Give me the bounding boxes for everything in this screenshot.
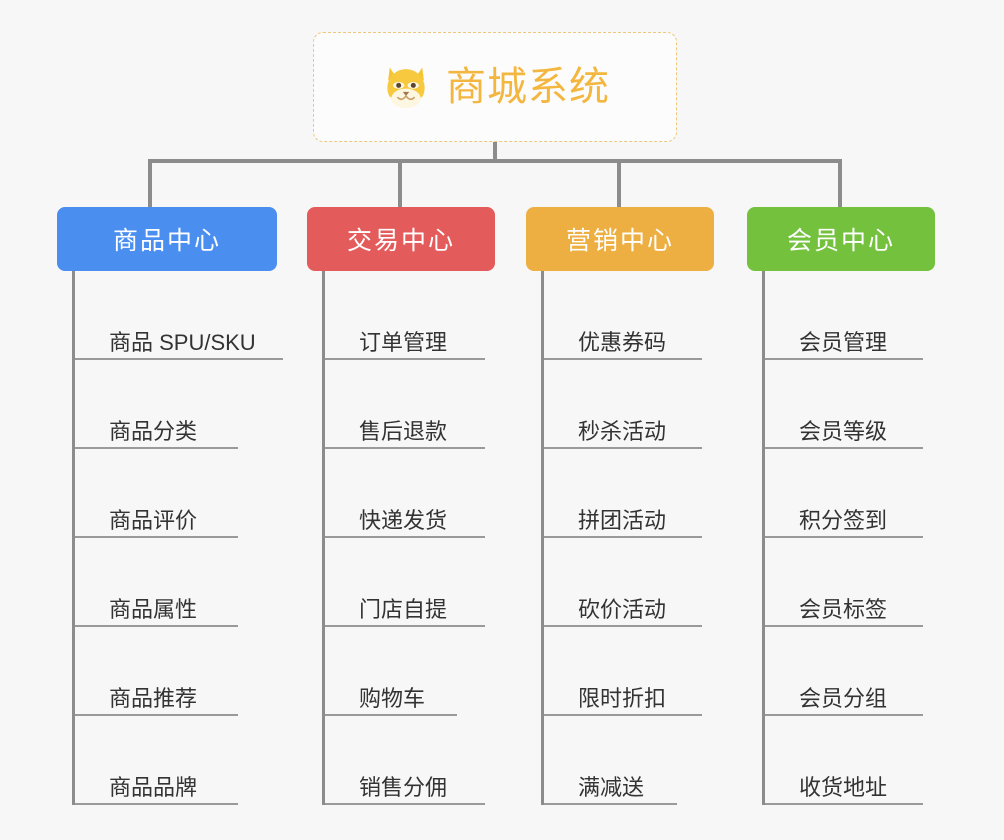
- connector-drop-2: [398, 159, 402, 207]
- list-item-label: 商品推荐: [109, 685, 198, 711]
- list-item[interactable]: 商品 SPU/SKU: [75, 271, 283, 360]
- branch-header-member[interactable]: 会员中心: [747, 207, 935, 271]
- list-item[interactable]: 门店自提: [325, 538, 485, 627]
- list-item-label: 会员分组: [799, 685, 888, 711]
- branch-column-marketing: 营销中心 优惠券码 秒杀活动 拼团活动 砍价活动 限时折扣 满减送: [526, 207, 714, 805]
- branch-leaf-list-product: 商品 SPU/SKU 商品分类 商品评价 商品属性 商品推荐 商品品牌: [72, 271, 283, 805]
- list-item-label: 商品品牌: [109, 774, 198, 800]
- list-item-label: 购物车: [359, 685, 426, 711]
- list-item[interactable]: 订单管理: [325, 271, 485, 360]
- list-item[interactable]: 商品评价: [75, 449, 238, 538]
- branch-column-trade: 交易中心 订单管理 售后退款 快递发货 门店自提 购物车 销售分佣: [307, 207, 495, 805]
- list-item-label: 订单管理: [359, 329, 448, 355]
- connector-bar: [148, 159, 842, 163]
- list-item[interactable]: 会员分组: [765, 627, 923, 716]
- list-item[interactable]: 会员管理: [765, 271, 923, 360]
- list-item-label: 商品 SPU/SKU: [109, 329, 256, 355]
- list-item[interactable]: 售后退款: [325, 360, 485, 449]
- list-item-label: 快递发货: [359, 507, 448, 533]
- branch-header-marketing[interactable]: 营销中心: [526, 207, 714, 271]
- list-item[interactable]: 收货地址: [765, 716, 923, 805]
- list-item-label: 会员等级: [799, 418, 888, 444]
- list-item[interactable]: 会员标签: [765, 538, 923, 627]
- list-item[interactable]: 积分签到: [765, 449, 923, 538]
- list-item[interactable]: 会员等级: [765, 360, 923, 449]
- connector-stem: [493, 142, 497, 162]
- connector-drop-1: [148, 159, 152, 207]
- list-item-label: 会员管理: [799, 329, 888, 355]
- list-item[interactable]: 限时折扣: [544, 627, 702, 716]
- list-item[interactable]: 满减送: [544, 716, 677, 805]
- list-item[interactable]: 商品分类: [75, 360, 238, 449]
- branch-column-product: 商品中心 商品 SPU/SKU 商品分类 商品评价 商品属性 商品推荐 商品品牌: [57, 207, 283, 805]
- list-item-label: 会员标签: [799, 596, 888, 622]
- root-title: 商城系统: [446, 65, 610, 109]
- list-item[interactable]: 销售分佣: [325, 716, 485, 805]
- list-item-label: 砍价活动: [578, 596, 667, 622]
- branch-leaf-list-marketing: 优惠券码 秒杀活动 拼团活动 砍价活动 限时折扣 满减送: [541, 271, 714, 805]
- list-item[interactable]: 秒杀活动: [544, 360, 702, 449]
- branch-column-member: 会员中心 会员管理 会员等级 积分签到 会员标签 会员分组 收货地址: [747, 207, 935, 805]
- list-item-label: 销售分佣: [359, 774, 448, 800]
- branch-leaf-list-member: 会员管理 会员等级 积分签到 会员标签 会员分组 收货地址: [762, 271, 935, 805]
- list-item[interactable]: 优惠券码: [544, 271, 702, 360]
- list-item-label: 售后退款: [359, 418, 448, 444]
- list-item[interactable]: 砍价活动: [544, 538, 702, 627]
- root-node[interactable]: 商城系统: [313, 32, 677, 142]
- branch-header-trade[interactable]: 交易中心: [307, 207, 495, 271]
- list-item-label: 商品分类: [109, 418, 198, 444]
- list-item-label: 限时折扣: [578, 685, 667, 711]
- connector-drop-3: [617, 159, 621, 207]
- shiba-dog-face-icon: [387, 67, 425, 109]
- branch-leaf-list-trade: 订单管理 售后退款 快递发货 门店自提 购物车 销售分佣: [322, 271, 495, 805]
- list-item-label: 秒杀活动: [578, 418, 667, 444]
- list-item[interactable]: 快递发货: [325, 449, 485, 538]
- list-item-label: 门店自提: [359, 596, 448, 622]
- branch-header-product[interactable]: 商品中心: [57, 207, 277, 271]
- connector-drop-4: [838, 159, 842, 207]
- list-item-label: 拼团活动: [578, 507, 667, 533]
- list-item-label: 积分签到: [799, 507, 888, 533]
- list-item[interactable]: 购物车: [325, 627, 457, 716]
- list-item-label: 商品评价: [109, 507, 198, 533]
- list-item[interactable]: 商品推荐: [75, 627, 238, 716]
- list-item-label: 商品属性: [109, 596, 198, 622]
- list-item-label: 收货地址: [799, 774, 888, 800]
- list-item[interactable]: 商品品牌: [75, 716, 238, 805]
- list-item[interactable]: 商品属性: [75, 538, 238, 627]
- list-item-label: 满减送: [578, 774, 645, 800]
- list-item-label: 优惠券码: [578, 329, 667, 355]
- list-item[interactable]: 拼团活动: [544, 449, 702, 538]
